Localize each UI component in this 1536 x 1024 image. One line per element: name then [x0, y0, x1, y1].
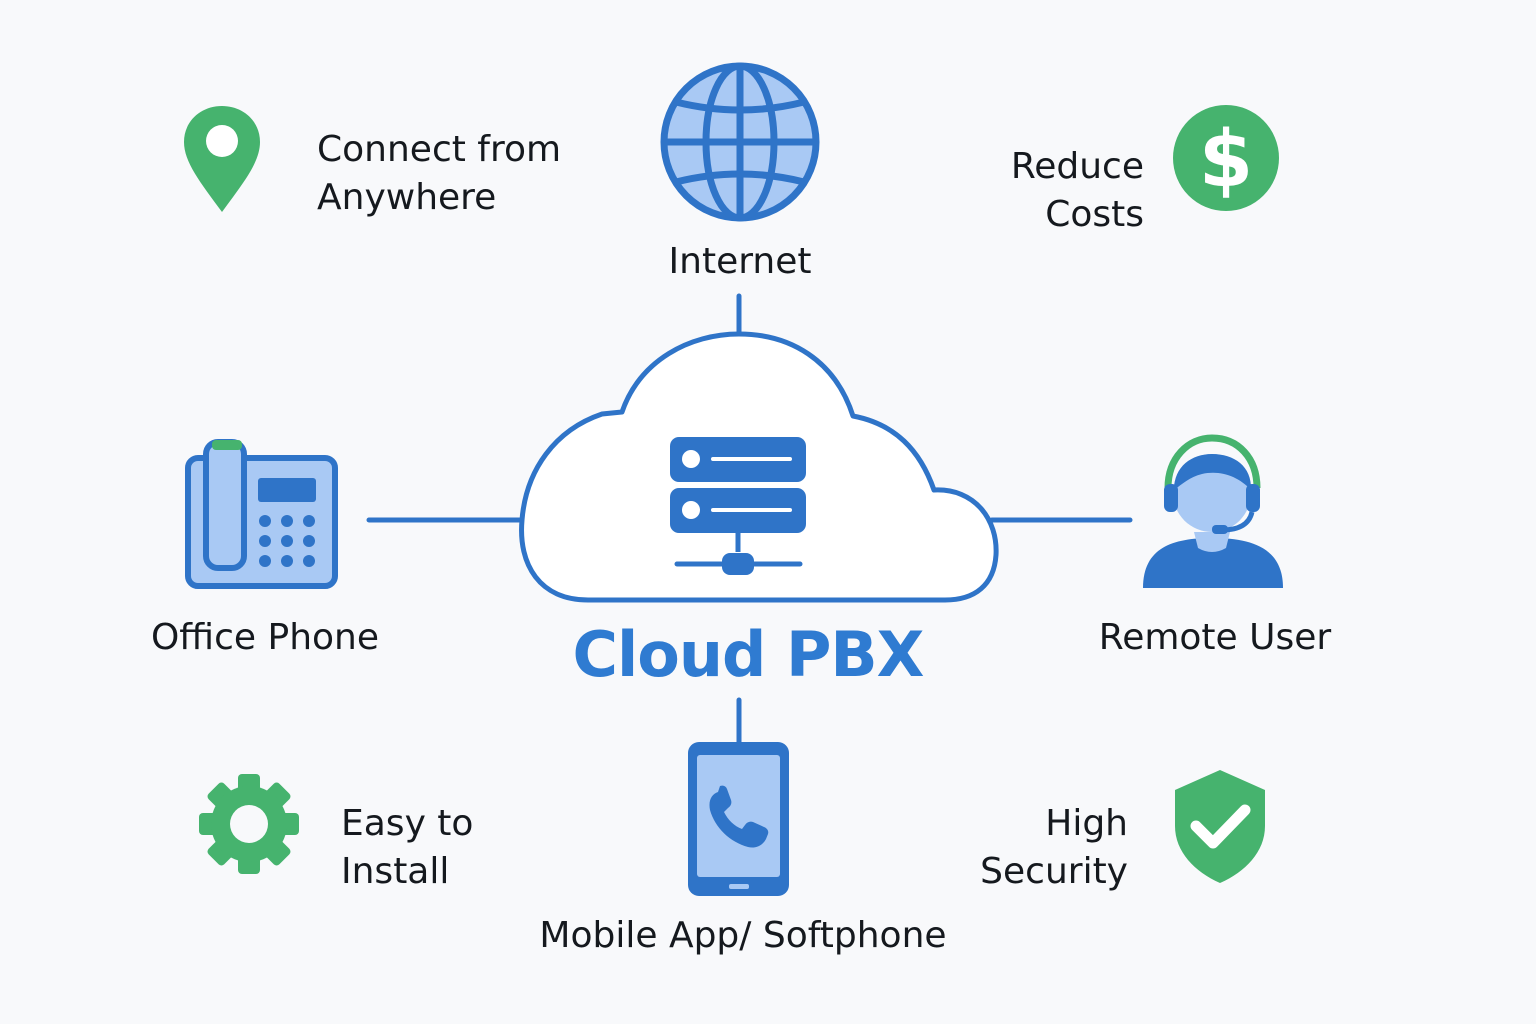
location-pin-icon	[184, 106, 260, 212]
office-phone-label: Office Phone	[150, 617, 380, 658]
globe-icon	[660, 62, 820, 222]
dollar-coin-icon: $	[1173, 105, 1279, 211]
feature-connect-label: Connect from Anywhere	[317, 126, 561, 222]
headset-user-icon	[1143, 434, 1283, 588]
mobile-label: Mobile App/ Softphone	[539, 915, 947, 956]
connector-lines	[366, 293, 1133, 745]
feature-install-line-1: Easy to	[341, 803, 474, 844]
feature-reduce-line-2: Costs	[1045, 194, 1144, 235]
feature-security-line-1: High	[1045, 803, 1128, 844]
smartphone-icon	[688, 742, 789, 896]
feature-install-label: Easy to Install	[341, 800, 473, 896]
gear-icon	[199, 774, 299, 874]
feature-reduce-label: Reduce Costs	[944, 143, 1144, 239]
feature-security-line-2: Security	[980, 851, 1128, 892]
diagram-title: Cloud PBX	[572, 618, 925, 691]
svg-text:$: $	[1199, 115, 1253, 205]
desk-phone-icon	[185, 439, 338, 589]
shield-check-icon	[1175, 770, 1265, 883]
server-icon	[670, 437, 806, 575]
feature-install-line-2: Install	[341, 851, 450, 892]
remote-user-label: Remote User	[1098, 617, 1332, 658]
feature-security-label: High Security	[928, 800, 1128, 896]
feature-connect-line-2: Anywhere	[317, 177, 497, 218]
internet-label: Internet	[668, 241, 812, 282]
feature-reduce-line-1: Reduce	[1010, 146, 1144, 187]
feature-connect-line-1: Connect from	[317, 129, 562, 170]
